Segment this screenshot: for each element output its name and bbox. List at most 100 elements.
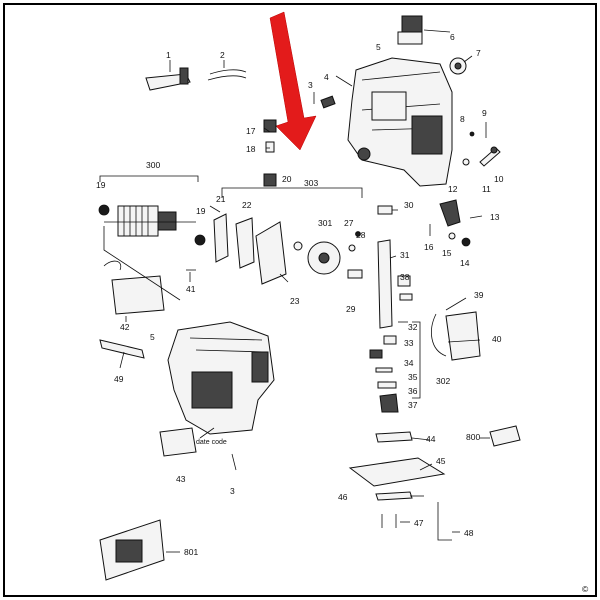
label-2: 2	[220, 50, 225, 60]
label-5: 5	[376, 42, 381, 52]
label-801: 801	[184, 547, 198, 557]
label-301: 301	[318, 218, 332, 228]
label-33: 33	[404, 338, 414, 348]
part-22-gear-plate	[235, 217, 255, 269]
label-38: 38	[400, 272, 410, 282]
label-22: 22	[242, 200, 252, 210]
label-46: 46	[338, 492, 348, 502]
part-39-wire-guard	[431, 313, 447, 357]
part-19-bearing	[98, 204, 110, 216]
label-16: 16	[424, 242, 434, 252]
label-4: 4	[324, 72, 329, 82]
label-37: 37	[408, 400, 418, 410]
part-6-switch	[397, 15, 423, 45]
label-35: 35	[408, 372, 418, 382]
part-34-clamp	[369, 349, 383, 359]
label-7: 7	[476, 48, 481, 58]
label-13: 13	[490, 212, 500, 222]
part-35-spring	[375, 367, 393, 373]
part-43-label	[159, 427, 197, 457]
part-301-washer	[293, 241, 303, 251]
label-3: 3	[308, 80, 313, 90]
label-40: 40	[492, 334, 502, 344]
label-47: 47	[414, 518, 424, 528]
label-23: 23	[290, 296, 300, 306]
part-800-blade-set	[489, 425, 521, 447]
part-38-spacer	[399, 293, 413, 301]
part-46-lever	[375, 491, 413, 501]
label-11: 11	[482, 184, 491, 194]
label-9: 9	[482, 108, 487, 118]
label-48: 48	[464, 528, 474, 538]
part-5-housing-main	[167, 321, 275, 435]
label-17: 17	[246, 126, 256, 136]
part-31-plunger	[377, 239, 393, 329]
part-36-plate	[377, 381, 397, 389]
label-303: 303	[304, 178, 318, 188]
part-14-nut	[461, 237, 471, 247]
label-19: 19	[96, 180, 106, 190]
part-37-blade-clamp	[379, 393, 399, 413]
part-48-allen-key	[437, 502, 452, 541]
label-300: 300	[146, 160, 160, 170]
label-12: 12	[448, 184, 458, 194]
part-40-dust-cover	[445, 311, 481, 361]
label-49: 49	[114, 374, 124, 384]
label-15: 15	[442, 248, 452, 258]
part-7-speed-dial	[449, 57, 467, 75]
label-32: 32	[408, 322, 418, 332]
part-300-armature	[104, 205, 196, 237]
label-30: 30	[404, 200, 414, 210]
part-18-brush	[265, 141, 275, 153]
part-17-brush-holder	[263, 119, 277, 133]
label-14: 14	[460, 258, 470, 268]
part-45-shoe	[348, 457, 446, 487]
part-11-washer	[462, 158, 470, 166]
frame-border	[3, 3, 597, 597]
label-39: 39	[474, 290, 484, 300]
label-44: 44	[426, 434, 436, 444]
label-800: 800	[466, 432, 480, 442]
part-801-case	[99, 519, 165, 581]
label-5b: 5	[150, 332, 155, 342]
part-8-ball	[469, 131, 475, 137]
label-1: 1	[166, 50, 171, 60]
label-41: 41	[186, 284, 196, 294]
part-13-screw	[469, 215, 483, 219]
label-20: 20	[282, 174, 292, 184]
label-21: 21	[216, 194, 226, 204]
part-23-gear-housing	[255, 221, 287, 285]
label-31: 31	[400, 250, 410, 260]
label-18: 18	[246, 144, 256, 154]
part-19-bearing-2	[194, 234, 206, 246]
label-3b: 3	[230, 486, 235, 496]
red-pointer-arrow	[269, 11, 317, 151]
part-15-washer	[448, 232, 456, 240]
label-8: 8	[460, 114, 465, 124]
label-36: 36	[408, 386, 418, 396]
label-6: 6	[450, 32, 455, 42]
part-27-washer	[348, 244, 356, 252]
part-30-roller	[377, 205, 393, 215]
label-29: 29	[346, 304, 356, 314]
label-45: 45	[436, 456, 446, 466]
callout-numbers: 1 2 3 4 5 6 7 8 9 10 11 12 13 14 15 16 1…	[96, 32, 589, 594]
date-code-label: date code	[196, 439, 227, 446]
part-33-block	[383, 335, 397, 345]
part-42-field-coil	[103, 260, 165, 315]
leader-lines	[119, 29, 490, 553]
part-29-pin	[347, 269, 363, 279]
part-2-cord	[207, 69, 247, 81]
part-3-screw-lower	[231, 453, 237, 471]
label-42: 42	[120, 322, 130, 332]
part-21-bearing-bracket	[213, 213, 229, 263]
label-28: 28	[356, 230, 366, 240]
part-49-hex-key	[99, 339, 145, 359]
part-1-cable-clamp	[145, 67, 191, 91]
label-19b: 19	[196, 206, 206, 216]
part-28-ball	[355, 231, 361, 237]
part-38-block	[397, 275, 411, 287]
label-10: 10	[494, 174, 504, 184]
